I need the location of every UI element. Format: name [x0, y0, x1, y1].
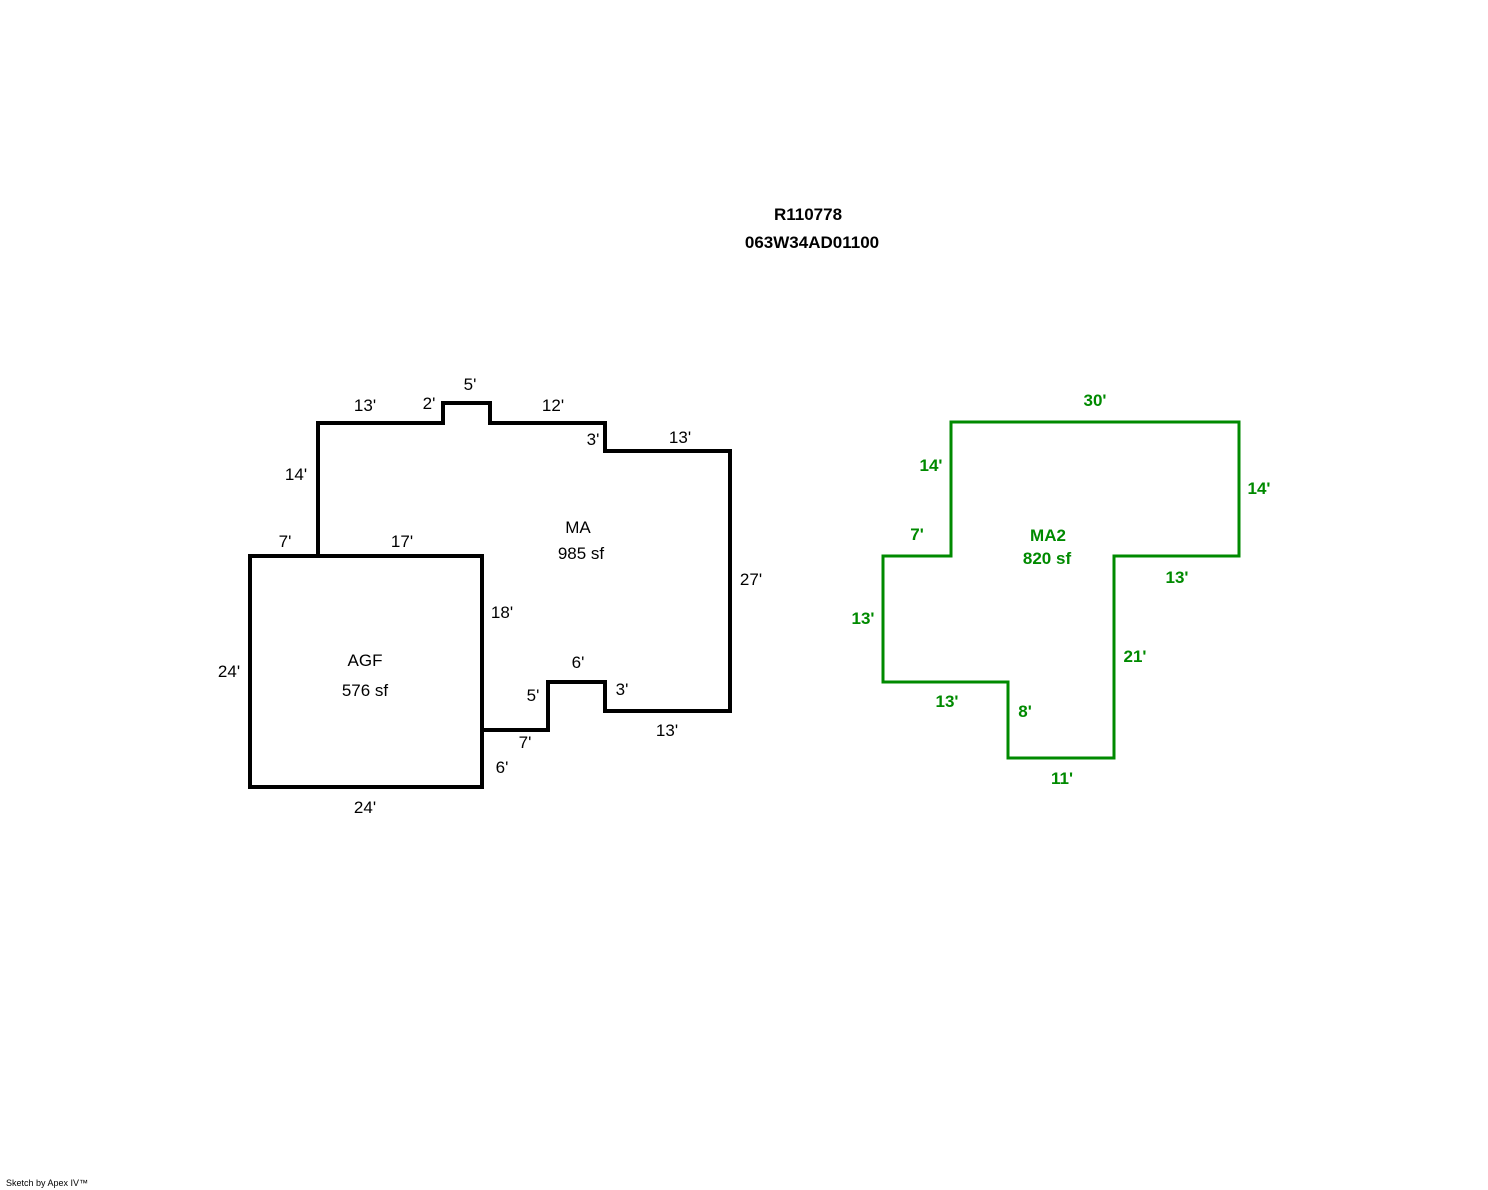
- dim-label: 24': [217, 662, 241, 681]
- dim-label: 8': [1018, 702, 1032, 721]
- dim-label: 13': [1165, 568, 1189, 587]
- dim-label: 21': [1123, 647, 1147, 666]
- ma2-outline: [881, 420, 1241, 760]
- ma-outline: [316, 401, 732, 732]
- dim-label: 17': [390, 532, 414, 551]
- dim-label: 11': [1050, 769, 1074, 788]
- dim-label: 13': [668, 428, 692, 447]
- dim-label: 14': [1247, 479, 1271, 498]
- dim-label: 7': [278, 532, 292, 551]
- dim-label: 5': [526, 686, 540, 705]
- agf-label: AGF: [347, 651, 383, 670]
- dim-label: 6': [571, 653, 585, 672]
- dim-label: 18': [490, 603, 514, 622]
- footer-credit: Sketch by Apex IV™: [6, 1178, 89, 1188]
- ma2-label: MA2: [1030, 526, 1066, 545]
- ma2-area: 820 sf: [1022, 549, 1072, 568]
- ma-area: 985 sf: [557, 544, 605, 563]
- dim-label: 27': [739, 570, 763, 589]
- dim-label: 24': [353, 798, 377, 817]
- dim-label: 13': [851, 609, 875, 628]
- dim-label: 13': [353, 396, 377, 415]
- dim-label: 7': [518, 733, 532, 752]
- dim-label: 14': [919, 456, 943, 475]
- dim-label: 3': [615, 680, 629, 699]
- dim-label: 5': [463, 375, 477, 394]
- agf-outline: [248, 554, 484, 789]
- dim-label: 14': [284, 465, 308, 484]
- ma-label: MA: [565, 518, 591, 537]
- parcel-id: R110778: [773, 205, 843, 224]
- map-tax-lot: 063W34AD01100: [744, 233, 880, 252]
- dim-label: 6': [495, 758, 509, 777]
- agf-area: 576 sf: [341, 681, 389, 700]
- dim-label: 13': [935, 692, 959, 711]
- dim-label: 12': [541, 396, 565, 415]
- dim-label: 7': [910, 525, 924, 544]
- dim-label: 3': [586, 430, 600, 449]
- dim-label: 2': [422, 394, 436, 413]
- dim-label: 13': [655, 721, 679, 740]
- dim-label: 30': [1083, 391, 1107, 410]
